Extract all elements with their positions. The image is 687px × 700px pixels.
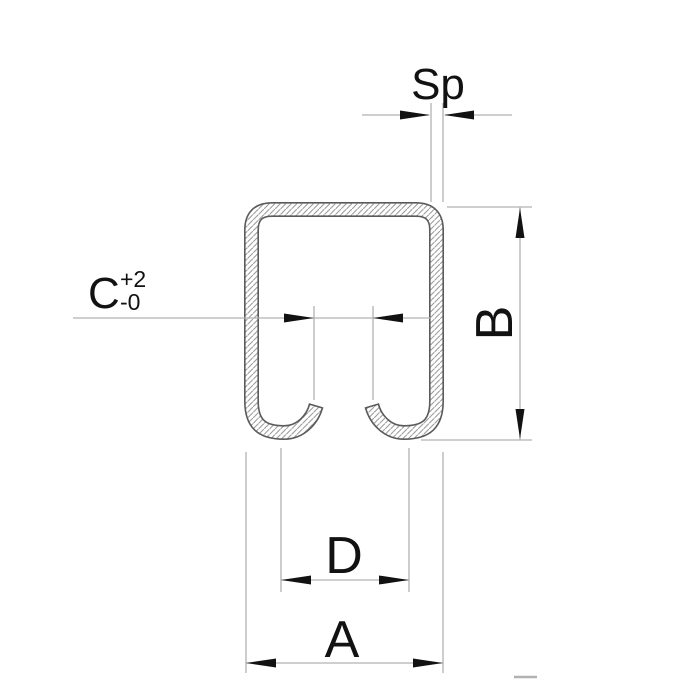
sp-dimension-label: Sp (411, 60, 465, 109)
d-dimension-label: D (325, 527, 363, 585)
dimension-sp: Sp (362, 60, 512, 202)
a-arrowhead-left (246, 658, 276, 668)
d-arrowhead-left (281, 575, 311, 585)
dimension-a: A (245, 452, 444, 673)
c-tolerance-lower: -0 (120, 289, 140, 315)
dimension-d: D (280, 448, 410, 592)
a-dimension-label: A (325, 611, 360, 669)
left-lip-end-face (308, 403, 324, 409)
b-arrowhead-top (515, 208, 525, 238)
d-arrowhead-right (379, 575, 409, 585)
c-tolerance-upper: +2 (120, 266, 146, 292)
sp-arrowhead-left (400, 110, 430, 120)
dimension-c: C +2 -0 (73, 266, 431, 400)
right-lip-end-face (364, 403, 380, 409)
c-arrowhead-right (373, 313, 403, 323)
c-dimension-label: C (88, 269, 120, 318)
c-arrowhead-left (284, 313, 314, 323)
profile-wall-hatching (245, 203, 443, 439)
sp-arrowhead-right (444, 110, 474, 120)
b-arrowhead-bottom (515, 409, 525, 439)
profile-wall-outline (244, 202, 444, 440)
dimension-b: B (421, 206, 532, 441)
b-dimension-label: B (466, 306, 524, 341)
a-arrowhead-right (413, 658, 443, 668)
profile-cross-section (244, 202, 444, 440)
